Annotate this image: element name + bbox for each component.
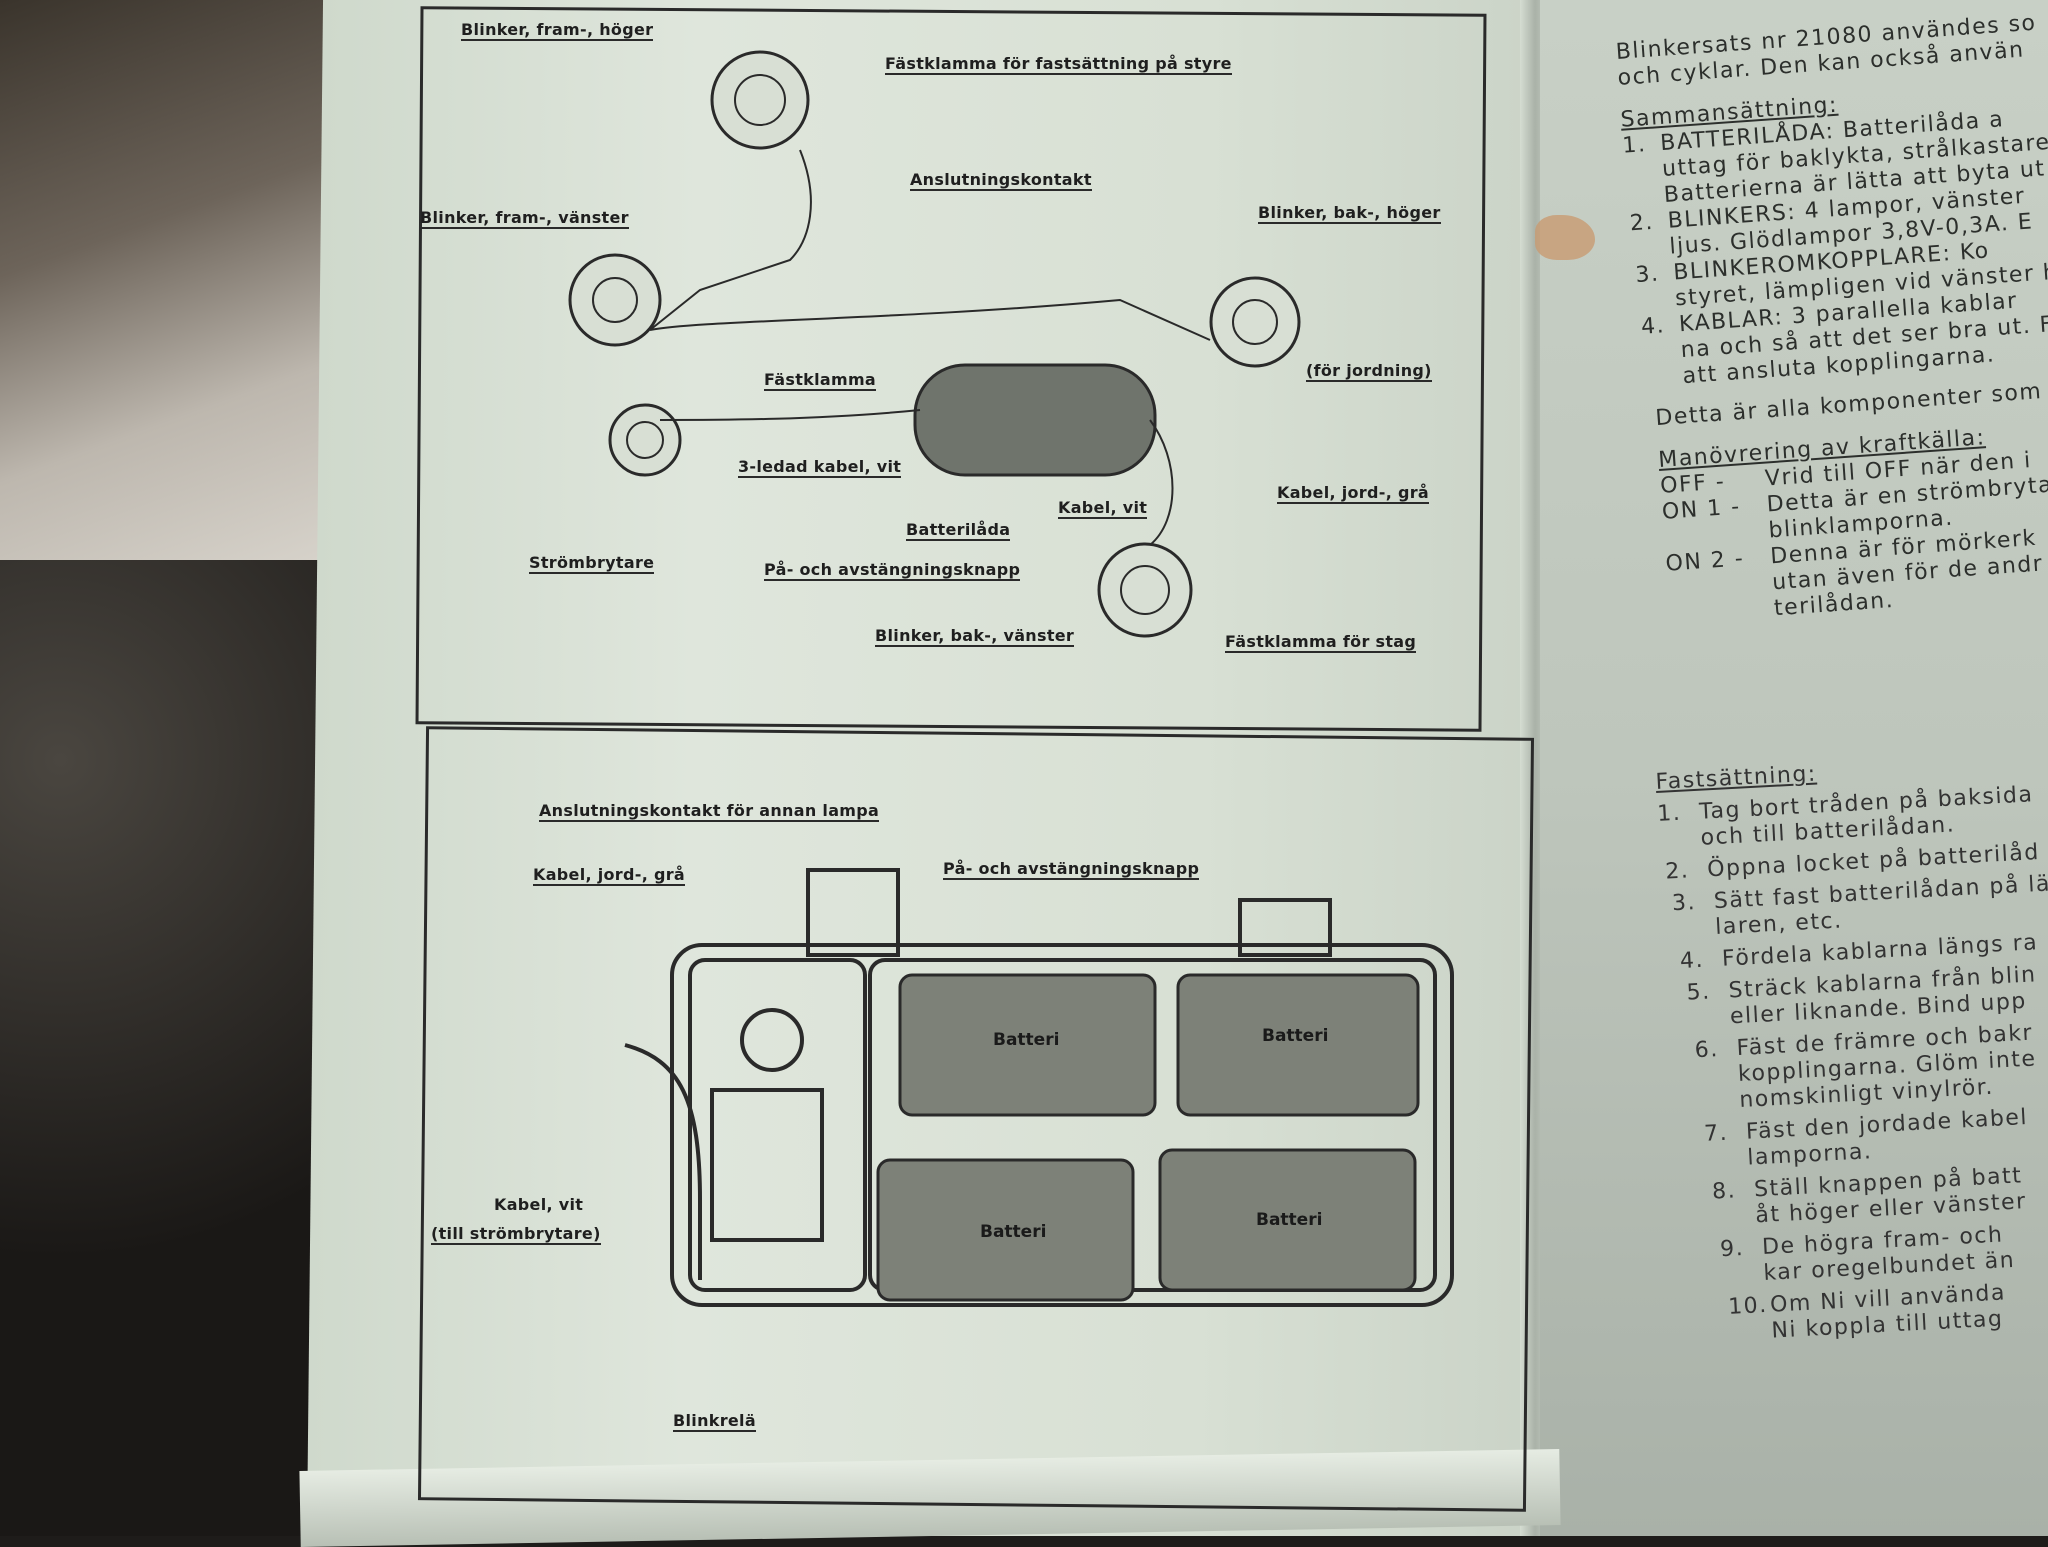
rear-right-blinker-icon (1209, 276, 1301, 368)
item-number: 2. (1664, 858, 1690, 885)
label-white-cable-bottom: Kabel, vit (494, 1195, 584, 1214)
battery-2-icon (1176, 973, 1420, 1117)
item-number: 4. (1679, 947, 1705, 974)
battery-4-icon (1158, 1148, 1417, 1292)
label-battery-box: Batterilåda (906, 520, 1011, 541)
battery-3-icon (876, 1158, 1135, 1302)
on-off-knob-icon (740, 1008, 804, 1072)
battery-label: Batteri (1262, 1026, 1329, 1046)
label-rear-right-blinker: Blinker, bak-, höger (1258, 203, 1441, 224)
label-front-left-blinker: Blinker, fram-, vänster (420, 208, 629, 229)
item-number: 1. (1621, 132, 1648, 159)
label-rear-left-blinker: Blinker, bak-, vänster (875, 626, 1075, 647)
label-relay: Blinkrelä (673, 1411, 756, 1432)
item-number: 1. (1656, 800, 1682, 827)
front-right-blinker-icon (710, 50, 810, 150)
label-handlebar-clamp: Fästklamma för fastsättning på styre (885, 54, 1232, 75)
battery-case-outline (670, 943, 1454, 1307)
item-number: 2. (1628, 209, 1655, 237)
front-left-blinker-icon (568, 253, 662, 347)
label-connector-other-lamp: Anslutningskontakt för annan lampa (539, 801, 880, 822)
battery-1-icon (898, 973, 1157, 1117)
item-number: 3. (1634, 261, 1661, 289)
battery-label: Batteri (980, 1222, 1047, 1242)
item-number: 6. (1694, 1037, 1720, 1064)
paper-stain (1535, 215, 1595, 260)
label-white-cable: Kabel, vit (1058, 498, 1148, 519)
label-to-switch: (till strömbrytare) (431, 1224, 601, 1245)
item-number: 5. (1686, 979, 1712, 1006)
background-workbench (0, 560, 360, 1536)
instructions-text-bottom: Fastsättning: 1.Tag bort tråden på baksi… (1655, 739, 2048, 1350)
battery-box-icon (913, 363, 1157, 477)
item-number: 4. (1640, 313, 1666, 340)
label-grounding: (för jordning) (1306, 361, 1432, 382)
item-number: 9. (1719, 1236, 1745, 1263)
label-switch: Strömbrytare (529, 553, 655, 574)
item-number: 10. (1727, 1292, 1769, 1320)
battery-label: Batteri (1256, 1210, 1323, 1230)
battery-label: Batteri (993, 1030, 1060, 1050)
relay-icon (710, 1088, 824, 1242)
item-number: ON 2 - (1664, 546, 1746, 577)
label-on-off-button-bottom: På- och avstängningsknapp (943, 859, 1200, 880)
label-front-right-blinker: Blinker, fram-, höger (461, 20, 654, 41)
background-toolbox (0, 0, 360, 560)
instructions-page (1540, 0, 2048, 1536)
label-clamp: Fästklamma (764, 370, 877, 391)
instructions-text-top: Blinkersats nr 21080 användes so och cyk… (1615, 0, 2048, 631)
rear-left-blinker-icon (1097, 542, 1193, 638)
label-stay-clamp: Fästklamma för stag (1225, 632, 1417, 653)
label-on-off-button: På- och avstängningsknapp (764, 560, 1021, 581)
item-number: 3. (1671, 890, 1697, 917)
item-number: 8. (1711, 1178, 1737, 1205)
label-connector: Anslutningskontakt (910, 170, 1092, 191)
switch-icon (608, 403, 682, 477)
label-three-wire-cable: 3-ledad kabel, vit (738, 457, 902, 478)
label-ground-cable-bottom: Kabel, jord-, grå (533, 865, 685, 886)
label-ground-cable: Kabel, jord-, grå (1277, 483, 1429, 504)
item-number: ON 1 - (1661, 494, 1742, 525)
item-number: 7. (1703, 1120, 1729, 1147)
